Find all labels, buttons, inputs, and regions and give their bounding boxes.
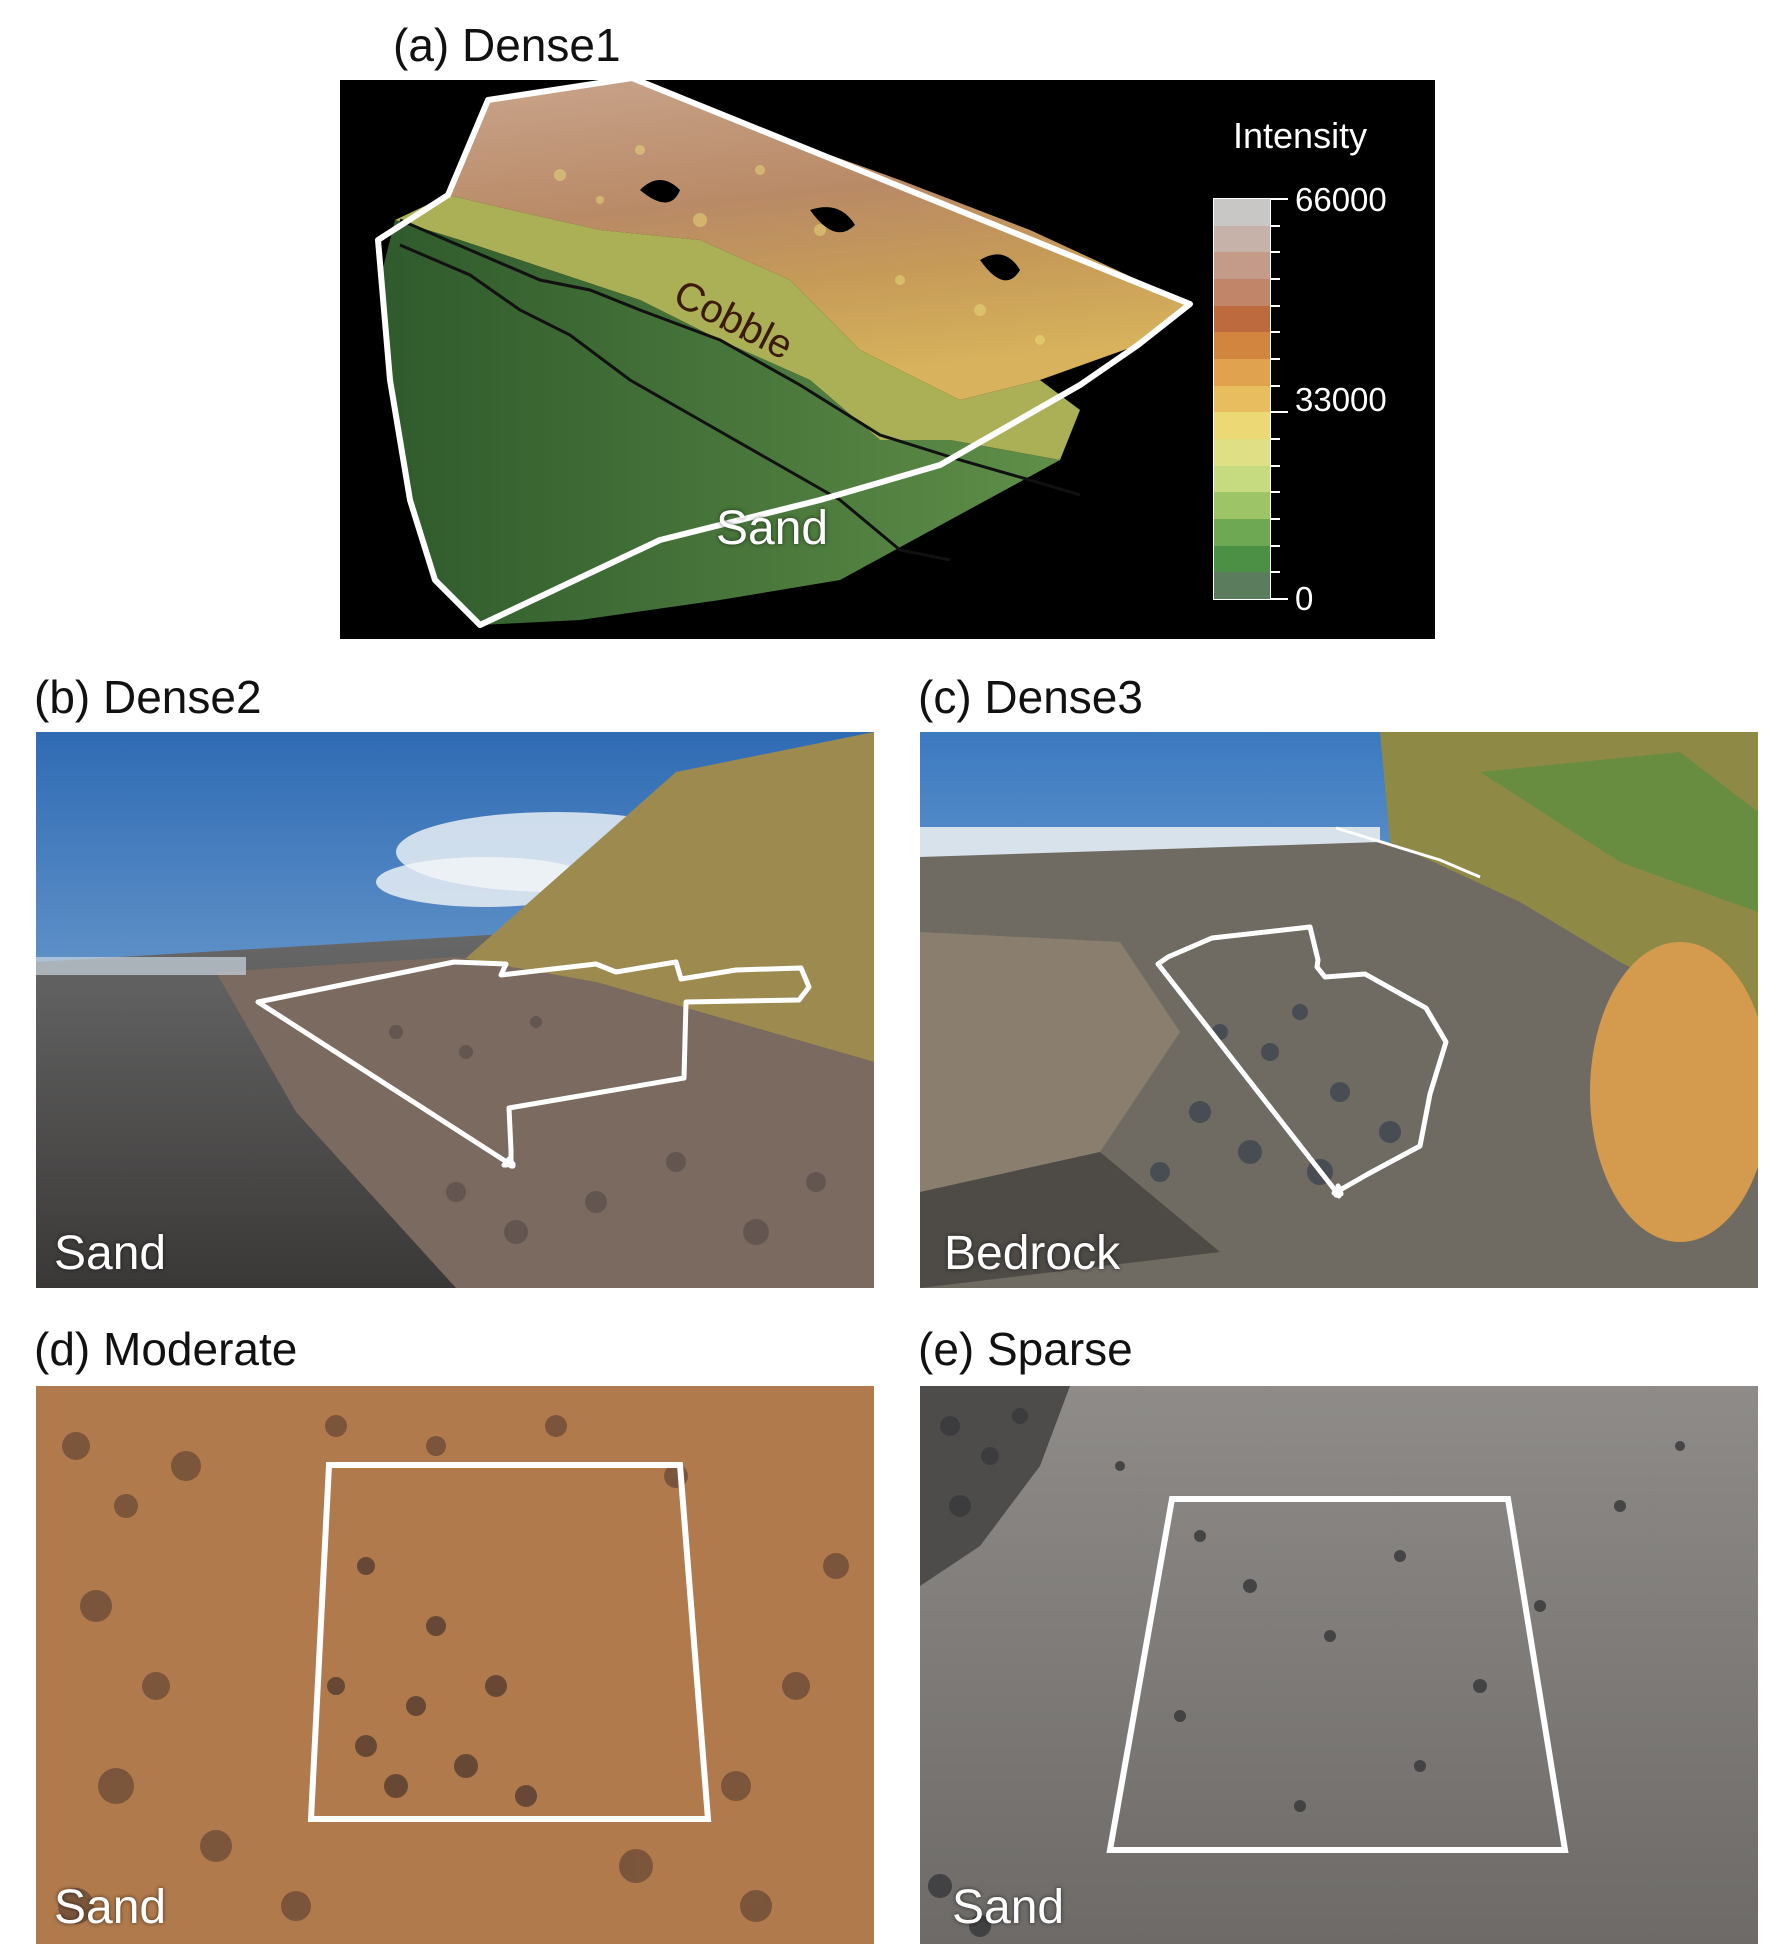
panel-c-photo: Bedrock	[920, 732, 1758, 1288]
panel-d-photo: Sand	[36, 1386, 874, 1944]
colorbar-swatch	[1214, 332, 1270, 359]
sand-boundary-line	[399, 243, 951, 562]
panel-b-photo: Sand	[36, 732, 874, 1288]
sand-label-e: Sand	[952, 1881, 1065, 1934]
colorbar-tick	[1270, 464, 1280, 467]
cobble-region	[448, 80, 1190, 400]
colorbar	[1213, 198, 1271, 600]
colorbar-swatch	[1214, 518, 1270, 546]
colorbar-tick-label-min: 0	[1295, 580, 1314, 617]
colorbar-tick	[1270, 598, 1288, 600]
panel-d-survey-outline	[307, 1462, 712, 1822]
colorbar-tick	[1270, 438, 1280, 440]
panel-c-title: (c) Dense3	[918, 671, 1143, 723]
colorbar-tick	[1270, 198, 1288, 200]
sand-region	[380, 220, 1060, 625]
colorbar-ticks	[1270, 198, 1290, 600]
panel-b-title: (b) Dense2	[34, 671, 262, 723]
colorbar-title: Intensity	[1233, 115, 1368, 156]
colorbar-tick	[1270, 518, 1280, 520]
colorbar-tick-label-mid: 33000	[1295, 381, 1387, 418]
colorbar-swatch	[1214, 492, 1270, 519]
colorbar-swatch	[1214, 385, 1270, 413]
colorbar-tick	[1270, 544, 1280, 547]
colorbar-swatch	[1214, 199, 1270, 226]
colorbar-tick	[1270, 358, 1280, 360]
colorbar-tick	[1270, 411, 1288, 414]
panel-c-survey-outline	[1155, 924, 1449, 1199]
sand-label-b: Sand	[54, 1227, 167, 1280]
colorbar-swatch	[1214, 572, 1270, 599]
sand-label-a: Sand	[716, 502, 829, 555]
panel-c-guide-line	[1335, 826, 1481, 879]
colorbar-swatch	[1214, 278, 1270, 306]
colorbar-swatch	[1214, 438, 1270, 466]
panel-a-survey-outline	[375, 80, 1193, 628]
colorbar-tick	[1270, 384, 1280, 387]
panel-e-photo: Sand	[920, 1386, 1758, 1944]
panel-b-survey-outline	[255, 959, 812, 1169]
colorbar-tick	[1270, 304, 1280, 307]
colorbar-tick	[1270, 571, 1280, 574]
colorbar-swatch	[1214, 412, 1270, 439]
bedrock-label-c: Bedrock	[944, 1227, 1121, 1280]
colorbar-tick	[1270, 278, 1280, 280]
panel-a-title: (a) Dense1	[393, 19, 621, 71]
colorbar-tick	[1270, 491, 1280, 494]
panel-d-title: (d) Moderate	[34, 1323, 298, 1375]
colorbar-swatch	[1214, 225, 1270, 253]
colorbar-swatch	[1214, 465, 1270, 493]
transition-band	[395, 195, 1080, 460]
sand-label-d: Sand	[54, 1881, 167, 1934]
colorbar-tick	[1270, 251, 1280, 254]
panel-e-title: (e) Sparse	[918, 1323, 1133, 1375]
colorbar-swatch	[1214, 252, 1270, 279]
panel-a-intensity-map: Cobble Sand Intensity 66000 33000 0	[340, 80, 1435, 639]
colorbar-tick	[1270, 224, 1280, 227]
intensity-map-graphic	[375, 80, 1193, 628]
cobble-boundary-line	[399, 218, 1081, 497]
panel-e-survey-outline	[1106, 1496, 1569, 1853]
colorbar-tick	[1270, 331, 1280, 334]
colorbar-swatch	[1214, 305, 1270, 333]
colorbar-swatch	[1214, 358, 1270, 386]
colorbar-swatch	[1214, 545, 1270, 573]
colorbar-tick-label-max: 66000	[1295, 181, 1387, 218]
